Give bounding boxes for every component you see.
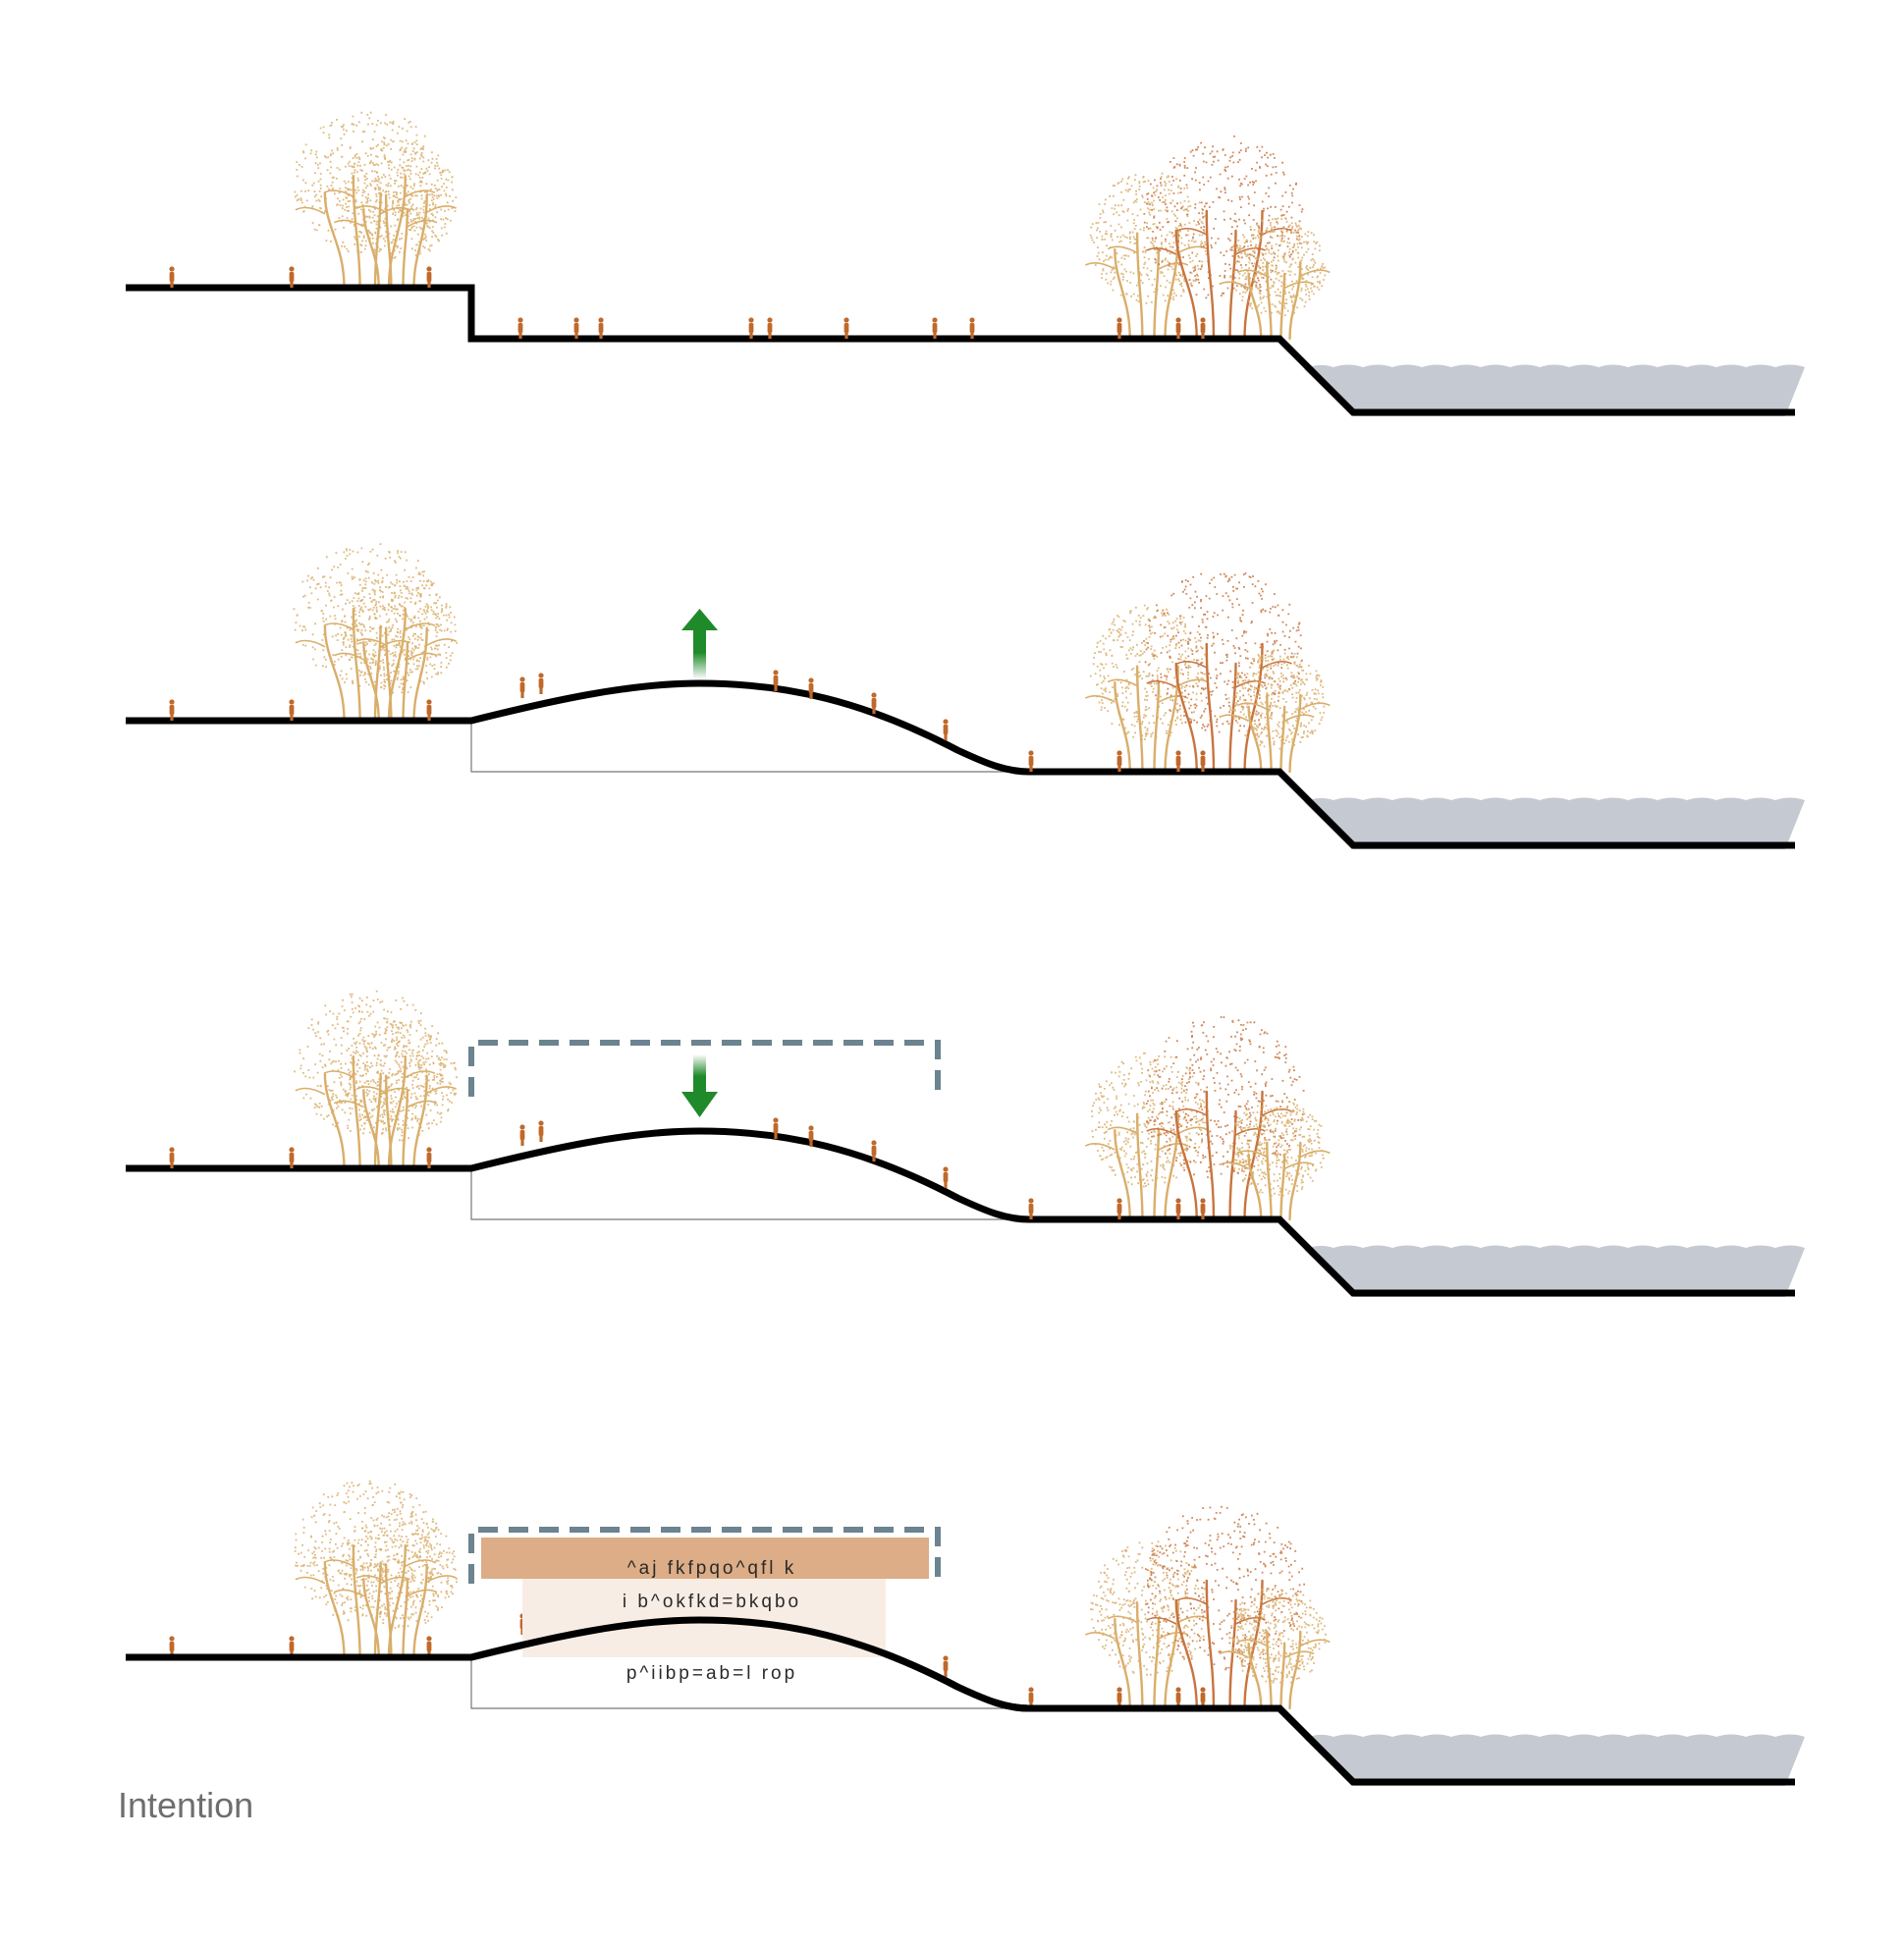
program-label-middle: i b^okfkd=bkqbo xyxy=(623,1592,801,1612)
dashed-envelope-bracket xyxy=(468,1040,941,1097)
water-body xyxy=(1304,364,1805,416)
person-icon xyxy=(517,317,523,339)
tree-left-icon xyxy=(294,1480,445,1659)
person-icon xyxy=(1116,1198,1122,1219)
tree-left-icon xyxy=(294,990,445,1170)
down-arrow-icon xyxy=(681,1054,718,1117)
person-icon xyxy=(289,266,295,288)
person-icon xyxy=(598,317,604,339)
tree-left-icon xyxy=(333,1511,458,1659)
water-body xyxy=(1304,797,1805,849)
section-panel-raised-mound xyxy=(126,543,1805,849)
tree-left-icon xyxy=(333,573,459,723)
person-icon xyxy=(289,699,295,721)
person-icon xyxy=(1175,1198,1181,1219)
mound-base-line xyxy=(470,1168,1029,1220)
person-icon xyxy=(1200,317,1206,339)
person-icon xyxy=(773,1117,779,1139)
person-icon xyxy=(843,317,849,339)
person-icon xyxy=(1116,317,1122,339)
mound-base-line xyxy=(470,1657,1029,1709)
person-icon xyxy=(943,1166,949,1188)
tree-left-icon xyxy=(333,1020,458,1170)
section-panel-program xyxy=(126,1480,1805,1786)
person-icon xyxy=(426,699,432,721)
ground-line xyxy=(126,679,1795,849)
person-icon xyxy=(932,317,938,339)
tree-right-icon xyxy=(1219,1100,1331,1221)
person-icon xyxy=(871,692,877,714)
person-icon xyxy=(773,670,779,691)
water-body xyxy=(1304,1245,1805,1297)
person-icon xyxy=(519,676,525,698)
ground-line-overlay xyxy=(126,1616,1795,1786)
tree-right-icon xyxy=(1219,1587,1331,1710)
program-label-bottom: p^iibp=ab=l rop xyxy=(626,1663,797,1684)
person-icon xyxy=(943,719,949,740)
person-icon xyxy=(871,1140,877,1161)
mound-base-line xyxy=(470,721,1029,773)
person-icon xyxy=(943,1655,949,1677)
person-icon xyxy=(538,673,544,694)
person-icon xyxy=(169,1147,175,1168)
ground-line xyxy=(126,1127,1795,1297)
person-icon xyxy=(1028,1198,1034,1219)
program-label-top: ^aj fkfpqo^qfl k xyxy=(627,1558,797,1579)
person-icon xyxy=(808,1125,814,1147)
person-icon xyxy=(1175,317,1181,339)
person-icon xyxy=(426,266,432,288)
person-icon xyxy=(169,699,175,721)
tree-left-icon xyxy=(293,543,444,723)
up-arrow-icon xyxy=(681,609,718,679)
person-icon xyxy=(289,1147,295,1168)
person-icon xyxy=(519,1124,525,1146)
person-icon xyxy=(767,317,773,339)
tree-left-icon xyxy=(294,111,445,290)
person-icon xyxy=(969,317,975,339)
tree-right-icon xyxy=(1219,217,1331,341)
program-band-top xyxy=(481,1538,929,1579)
tree-right-icon xyxy=(1084,1540,1210,1710)
person-icon xyxy=(169,266,175,288)
diagram-caption: Intention xyxy=(118,1785,254,1825)
water-body xyxy=(1304,1734,1805,1786)
person-icon xyxy=(1200,750,1206,772)
person-icon xyxy=(426,1147,432,1168)
tree-right-icon xyxy=(1084,604,1209,774)
person-icon xyxy=(1200,1198,1206,1219)
tree-left-icon xyxy=(333,139,458,290)
tree-right-icon xyxy=(1084,172,1209,341)
person-icon xyxy=(1175,750,1181,772)
section-panel-existing xyxy=(126,111,1805,416)
section-panel-envelope xyxy=(126,990,1805,1297)
person-icon xyxy=(1116,750,1122,772)
ground-line xyxy=(126,284,1795,416)
person-icon xyxy=(538,1120,544,1142)
person-icon xyxy=(1028,750,1034,772)
dashed-envelope-bracket xyxy=(468,1527,941,1584)
person-icon xyxy=(808,677,814,699)
tree-right-icon xyxy=(1219,649,1331,774)
person-icon xyxy=(748,317,754,339)
person-icon xyxy=(573,317,579,339)
